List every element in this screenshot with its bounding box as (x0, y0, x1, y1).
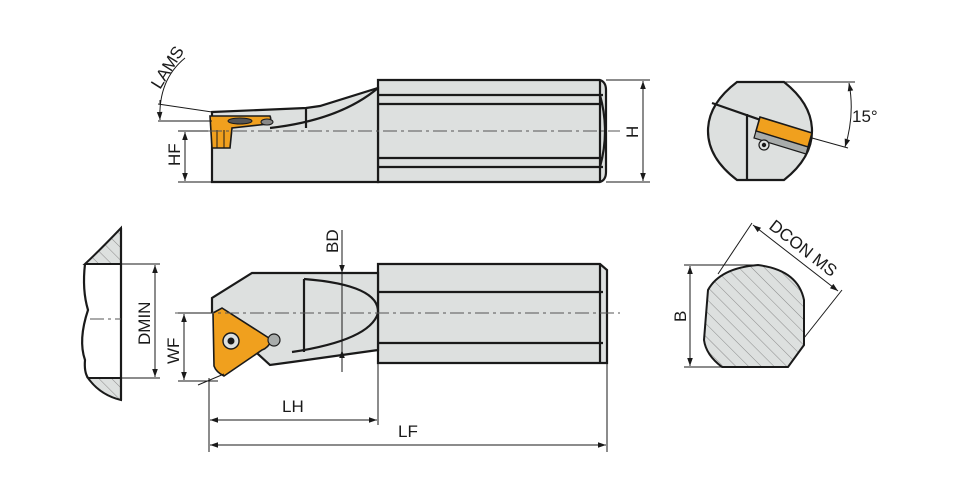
end-view: 15° (706, 80, 878, 182)
wf-label: WF (164, 338, 183, 364)
top-view: BD WF LH LF (164, 229, 620, 452)
angle-label: 15° (852, 107, 878, 126)
b-label: B (671, 311, 690, 322)
hf-label: HF (165, 143, 184, 166)
lf-label: LF (398, 422, 418, 441)
bore-wall-top (82, 225, 122, 265)
workpiece-bore: DMIN (81, 225, 160, 402)
bd-label: BD (323, 229, 342, 253)
neck-side (210, 86, 380, 184)
bore-wall-bottom (86, 377, 122, 402)
side-view: LAMS HF H (147, 43, 650, 184)
section-view: B DCON MS (671, 216, 843, 368)
shank-cross-section (702, 263, 805, 368)
h-label: H (623, 126, 642, 138)
dmin-label: DMIN (135, 302, 154, 345)
lh-label: LH (282, 397, 304, 416)
lams-label: LAMS (147, 43, 188, 92)
